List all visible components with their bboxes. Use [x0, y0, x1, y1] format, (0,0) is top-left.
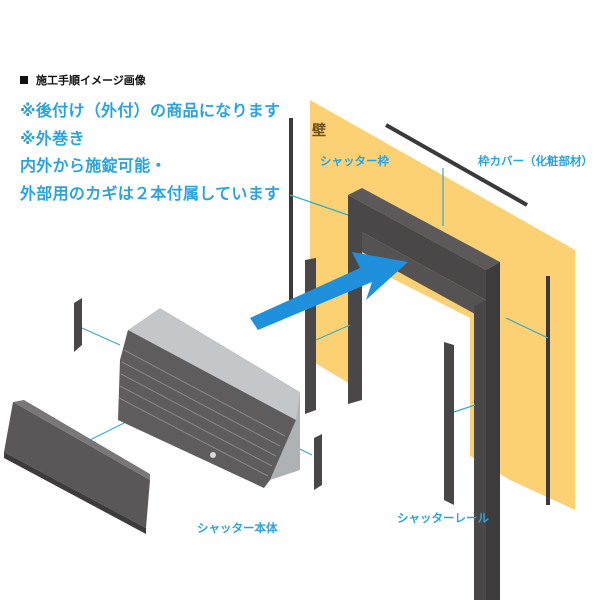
note-keys: 外部用のカギは２本付属しています: [20, 184, 281, 203]
note-outer-wind: ※外巻き: [20, 129, 85, 148]
label-wall: 壁: [312, 123, 326, 139]
shutter-frame: [348, 188, 500, 600]
frame-cover-top-bar: [385, 123, 528, 207]
note-lockable: 内外から施錠可能・: [20, 156, 167, 175]
label-shutter-body: シャッター本体: [197, 521, 278, 535]
note-retrofit: ※後付け（外付）の商品になります: [20, 101, 281, 120]
label-shutter-rail: シャッターレール: [397, 511, 489, 525]
label-shutter-frame: シャッター枠: [320, 154, 389, 168]
shutter-rail-right: [444, 342, 454, 505]
shutter-rail-left: [305, 258, 316, 414]
wall-opening: [360, 262, 470, 520]
install-arrow: [250, 252, 408, 330]
diagram-heading: 施工手順イメージ画像: [20, 72, 146, 88]
end-cap-right: [314, 434, 322, 490]
label-frame-cover: 枠カバー（化粧部材）: [478, 154, 593, 168]
heading-text: 施工手順イメージ画像: [36, 74, 146, 87]
front-cover-panel: [4, 400, 150, 534]
shutter-body: [118, 308, 300, 488]
square-bullet-icon: [20, 76, 28, 84]
key-lock-icon: [210, 452, 216, 458]
end-cap-left: [74, 298, 82, 352]
